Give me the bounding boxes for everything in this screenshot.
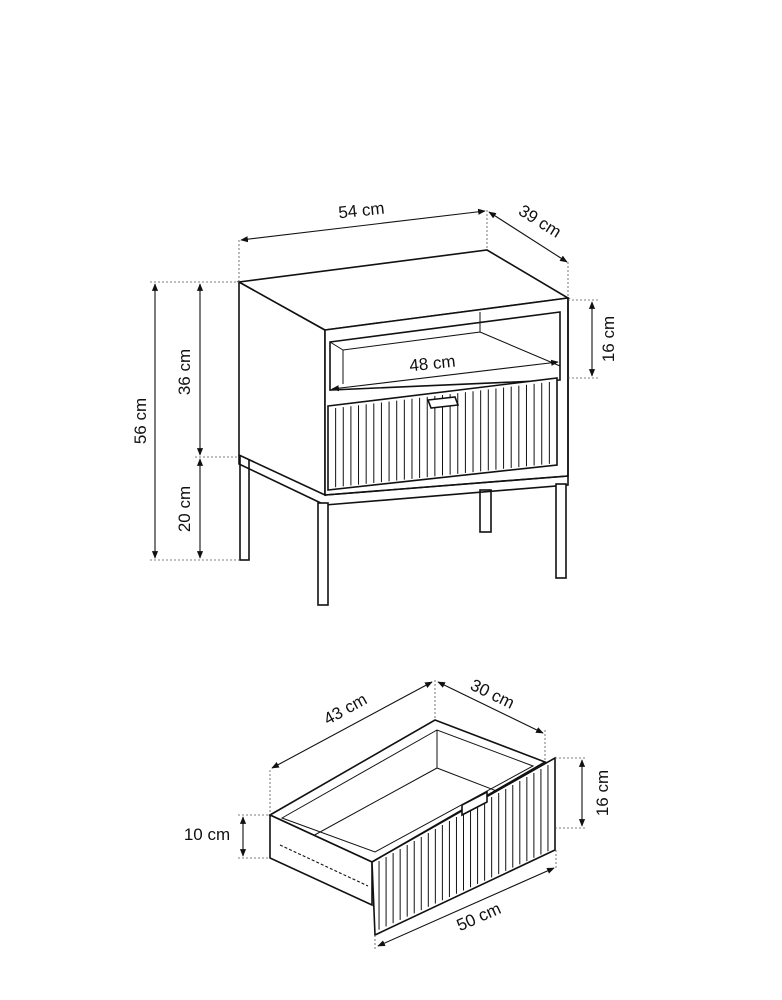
drawer-front-width-label: 50 cm	[454, 899, 504, 935]
depth-label: 39 cm	[515, 201, 564, 242]
drawer-drawing: 43 cm 30 cm 16 cm 10 cm 50 cm	[184, 675, 612, 950]
nightstand-drawing: 54 cm 39 cm 16 cm 48 cm 36 cm 56 cm 20 c…	[131, 199, 618, 606]
leg-height-label: 20 cm	[175, 486, 194, 532]
drawer-side-height-label: 10 cm	[184, 825, 230, 844]
drawer-inner-width-label: 30 cm	[467, 675, 517, 712]
drawer-depth-label: 43 cm	[320, 690, 370, 729]
drawer-handle-2	[461, 790, 488, 817]
total-height-label: 56 cm	[131, 398, 150, 444]
back-right-leg	[479, 489, 492, 533]
drawer-handle	[426, 396, 460, 409]
drawer-side	[269, 813, 373, 907]
body-height-label: 36 cm	[175, 349, 194, 395]
drawer-flutes	[335, 381, 550, 488]
drawer-front-height-label: 16 cm	[593, 770, 612, 816]
back-left-leg	[239, 454, 250, 561]
inner-width-label: 48 cm	[408, 352, 456, 376]
shelf-height-label: 16 cm	[599, 316, 618, 362]
width-label: 54 cm	[337, 199, 385, 223]
front-right-leg	[555, 483, 567, 579]
front-left-leg	[317, 502, 329, 606]
